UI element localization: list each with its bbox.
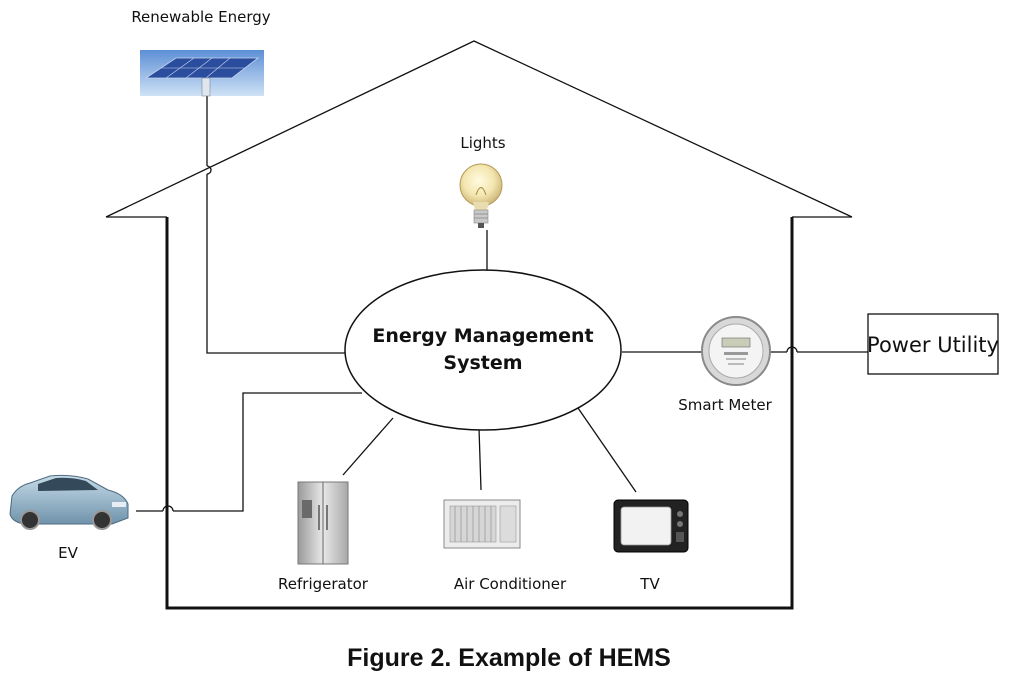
- car-icon: [9, 474, 129, 530]
- refrigerator-label: Refrigerator: [278, 575, 369, 593]
- connection-lines: [136, 96, 868, 512]
- power-utility-label: Power Utility: [867, 333, 999, 357]
- refrigerator-icon: [297, 481, 349, 565]
- renewable-energy-label: Renewable Energy: [131, 8, 270, 26]
- house-outline: [105, 40, 853, 610]
- tv-label: TV: [639, 575, 660, 593]
- light-bulb-icon: [459, 163, 503, 228]
- smart-meter-label: Smart Meter: [678, 396, 772, 414]
- air-conditioner-label: Air Conditioner: [454, 575, 567, 593]
- ems-label-line1: Energy Management: [372, 325, 593, 347]
- energy-management-system: Energy Management System: [344, 269, 622, 431]
- air-conditioner-icon: [443, 499, 521, 549]
- lights-label: Lights: [460, 134, 505, 152]
- figure-caption: Figure 2. Example of HEMS: [347, 644, 671, 672]
- ev-label: EV: [58, 544, 78, 562]
- power-utility-box: Power Utility: [867, 313, 999, 375]
- solar-panel-icon: [140, 50, 264, 97]
- smart-meter-icon: [701, 316, 771, 386]
- ems-label-line2: System: [443, 352, 522, 374]
- tv-icon: [613, 499, 689, 553]
